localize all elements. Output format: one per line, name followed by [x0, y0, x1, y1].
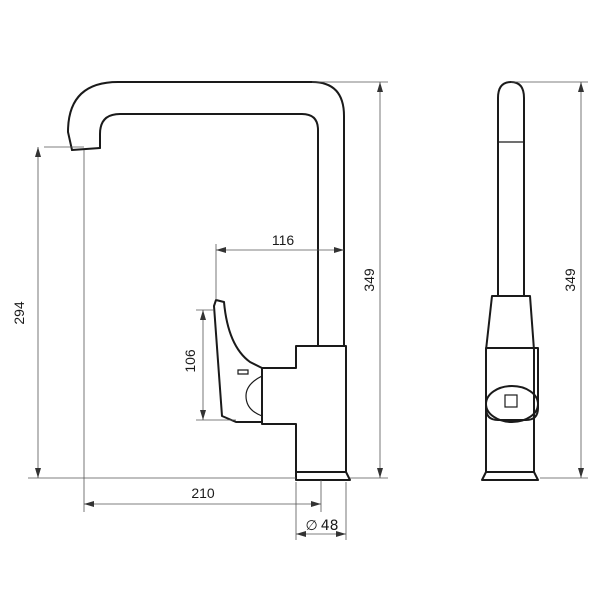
arrowhead: [578, 468, 584, 478]
side-cartridge: [485, 385, 539, 423]
dimension-spout-reach: 210: [83, 150, 322, 512]
dimension-label-total-height-side: 349: [562, 268, 578, 292]
arrowhead: [200, 410, 206, 420]
arrowhead: [377, 468, 383, 478]
arrowhead: [334, 247, 344, 253]
arrowhead: [311, 501, 321, 507]
arrowhead: [84, 501, 94, 507]
side-spout: [497, 81, 525, 297]
dimension-total-height-side: 349: [511, 81, 588, 479]
arrowhead: [578, 82, 584, 92]
side-base-plate: [481, 471, 539, 481]
dimension-label-lever-height: 106: [182, 349, 198, 373]
dimension-label-spout-reach: 210: [191, 485, 215, 501]
dimension-label-total-height-front: 349: [361, 268, 377, 292]
side-view: [481, 81, 539, 481]
dimension-spout-height: 294: [11, 146, 296, 479]
dimension-lever-height: 106: [182, 309, 236, 421]
side-handle: [485, 347, 539, 421]
arrowhead: [296, 531, 306, 537]
dimension-label-lever-reach: 116: [272, 232, 295, 248]
arrowhead: [35, 468, 41, 478]
arrowhead: [35, 147, 41, 157]
side-indicator: [504, 394, 518, 408]
arrowhead: [200, 310, 206, 320]
spout-outer-contour: [67, 81, 345, 347]
spout-inner-contour: [99, 113, 319, 347]
dimension-label-base-diameter: ∅48: [305, 518, 338, 534]
lever-handle: [213, 299, 263, 423]
diameter-value: 48: [321, 518, 339, 534]
dimension-label-spout-height: 294: [11, 301, 27, 325]
dimension-base-diameter: ∅48: [295, 482, 347, 540]
front-view: [67, 81, 351, 481]
diameter-symbol: ∅: [305, 518, 317, 534]
side-body: [485, 295, 535, 473]
lever-joint: [245, 375, 263, 417]
faucet-body: [261, 345, 347, 473]
spout-tip: [71, 147, 101, 151]
arrowhead: [377, 82, 383, 92]
dimension-total-height-front: 349: [312, 81, 388, 479]
arrowhead: [216, 247, 226, 253]
lever-indicator: [237, 369, 249, 375]
arrowhead: [336, 531, 346, 537]
base-plate: [295, 471, 351, 481]
dimension-lever-reach: 116: [215, 232, 344, 300]
